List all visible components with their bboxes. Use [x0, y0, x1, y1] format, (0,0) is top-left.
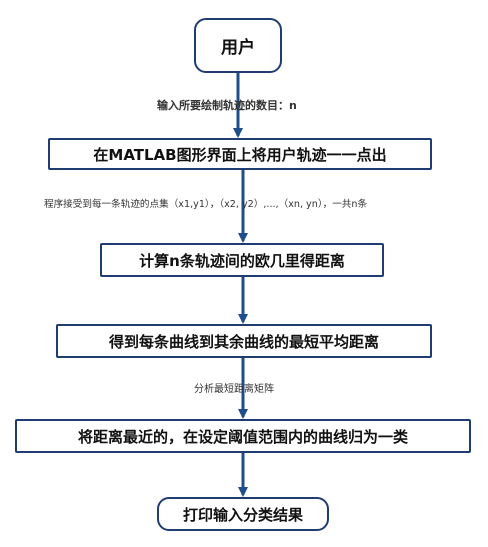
- node-plot-trajectories: 在MATLAB图形界面上将用户轨迹一一点出: [48, 138, 432, 170]
- edge-label-analyze-matrix: 分析最短距离矩阵: [194, 384, 274, 395]
- node-compute-distance: 计算n条轨迹间的欧几里得距离: [100, 243, 384, 277]
- edge-label-point-sets: 程序接受到每一条轨迹的点集（x1,y1），（x2, y2）,...,（xn, y…: [44, 199, 368, 210]
- node-shortest-average: 得到每条曲线到其余曲线的最短平均距离: [56, 324, 432, 358]
- node-cluster-curves: 将距离最近的，在设定阈值范围内的曲线归为一类: [15, 419, 471, 453]
- edge-label-input-count: 输入所要绘制轨迹的数目：n: [157, 99, 297, 112]
- node-user: 用户: [194, 18, 282, 73]
- node-print-results: 打印输入分类结果: [157, 497, 329, 531]
